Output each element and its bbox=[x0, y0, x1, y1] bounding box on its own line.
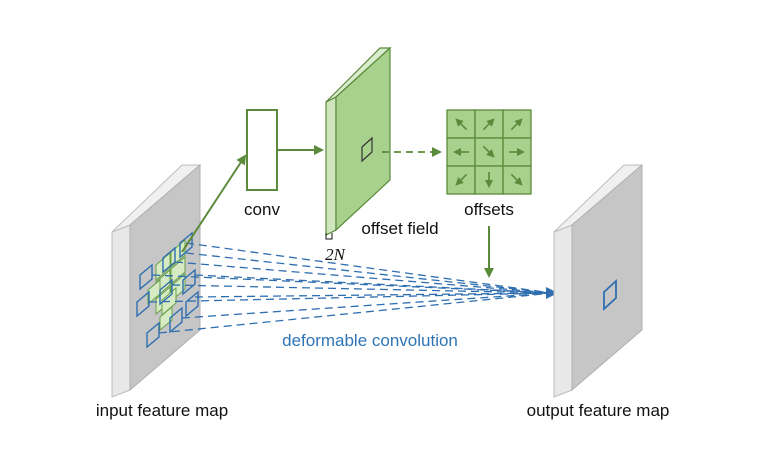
offset-arrow-up-right-icon bbox=[510, 118, 523, 131]
offset-arrow-down-right-icon bbox=[482, 145, 495, 158]
two-n-bracket bbox=[325, 233, 333, 240]
offset-arrow-up-right-icon bbox=[482, 118, 495, 131]
sampling-grid-blue bbox=[136, 231, 199, 349]
offsets-cell bbox=[502, 165, 532, 195]
sampling-grid-green bbox=[147, 238, 186, 332]
offset-arrow-down-right-icon bbox=[510, 173, 523, 186]
output-feature-map-label: output feature map bbox=[527, 401, 670, 420]
output-map-side bbox=[553, 224, 573, 398]
offset-field bbox=[325, 46, 392, 240]
offset-field-face bbox=[335, 46, 391, 232]
offset-arrow-up-left-icon bbox=[455, 118, 468, 131]
offset-arrow-down-left-icon bbox=[455, 173, 468, 186]
conv-box bbox=[246, 109, 278, 191]
two-n-label: 2N bbox=[325, 245, 347, 264]
input-feature-map bbox=[111, 163, 202, 398]
deformable-convolution-label: deformable convolution bbox=[282, 331, 458, 350]
offset-field-side bbox=[325, 96, 337, 236]
offsets-label: offsets bbox=[464, 200, 514, 219]
output-map-face bbox=[571, 163, 643, 392]
output-cell-icon bbox=[603, 278, 617, 312]
input-map-side bbox=[111, 224, 131, 398]
input-feature-map-label: input feature map bbox=[96, 401, 228, 420]
conv-label: conv bbox=[244, 200, 280, 219]
offsets-grid bbox=[446, 109, 532, 195]
offset-field-marker-icon bbox=[361, 136, 373, 163]
offset-field-label: offset field bbox=[361, 219, 438, 238]
output-feature-map bbox=[553, 163, 644, 398]
deformable-sampling-lines bbox=[148, 242, 553, 334]
arrow-input-to-conv bbox=[181, 154, 247, 253]
